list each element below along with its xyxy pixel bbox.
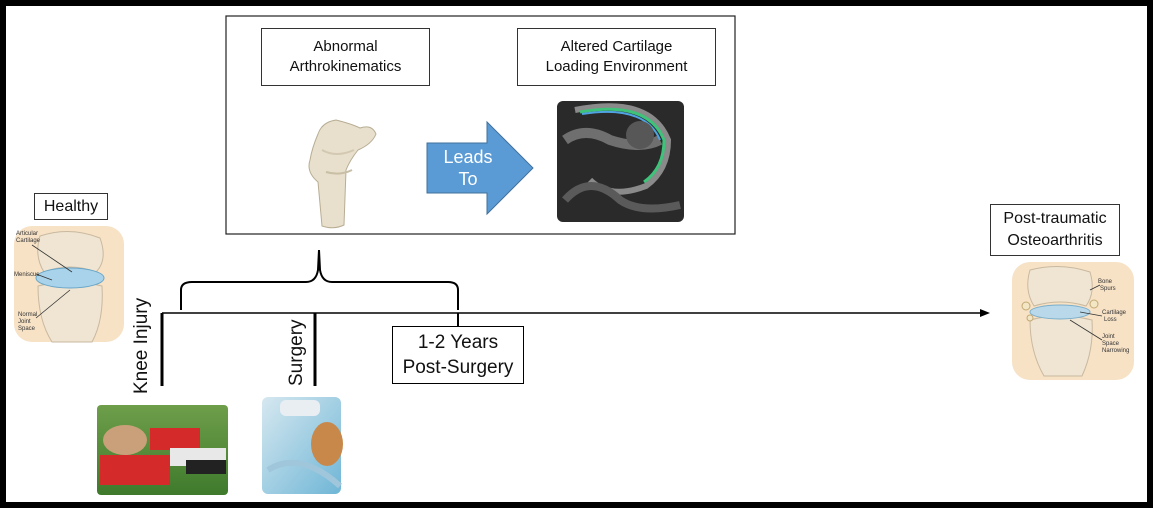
post-traumatic-oa-box: Post-traumatic Osteoarthritis — [990, 204, 1120, 256]
healthy-label-cartilage: Cartilage — [16, 238, 41, 244]
healthy-label-space: Space — [18, 326, 36, 332]
oa-knee-illustration: Bone Spurs Cartilage Loss Joint Space Na… — [1012, 262, 1134, 380]
leads-to-label: Leads To — [432, 146, 504, 190]
oa-label-joint: Joint — [1102, 334, 1115, 340]
healthy-label-articular: Articular — [16, 231, 38, 237]
knee-injury-photo — [97, 405, 228, 495]
oa-label-space: Space — [1102, 341, 1120, 347]
oa-label-loss: Loss — [1104, 317, 1117, 323]
healthy-box: Healthy — [34, 193, 108, 220]
healthy-label-normal: Normal — [18, 312, 37, 318]
oa-label-spurs: Spurs — [1100, 286, 1116, 292]
surgery-photo — [262, 397, 343, 494]
surgery-label: Surgery — [286, 319, 308, 386]
years-post-surgery-box: 1-2 Years Post-Surgery — [392, 326, 524, 384]
oa-label-cartilage: Cartilage — [1102, 310, 1127, 316]
healthy-label-meniscus: Meniscus — [14, 272, 39, 278]
oa-label-narrowing: Narrowing — [1102, 348, 1129, 354]
healthy-knee-illustration: Articular Cartilage Meniscus Normal Join… — [14, 226, 124, 342]
healthy-label-joint: Joint — [18, 319, 31, 325]
mri-image — [557, 101, 684, 222]
abnormal-arthrokinematics-box: Abnormal Arthrokinematics — [261, 28, 430, 86]
knee-injury-label: Knee Injury — [131, 298, 153, 394]
altered-cartilage-box: Altered Cartilage Loading Environment — [517, 28, 716, 86]
oa-label-bone: Bone — [1098, 279, 1113, 285]
